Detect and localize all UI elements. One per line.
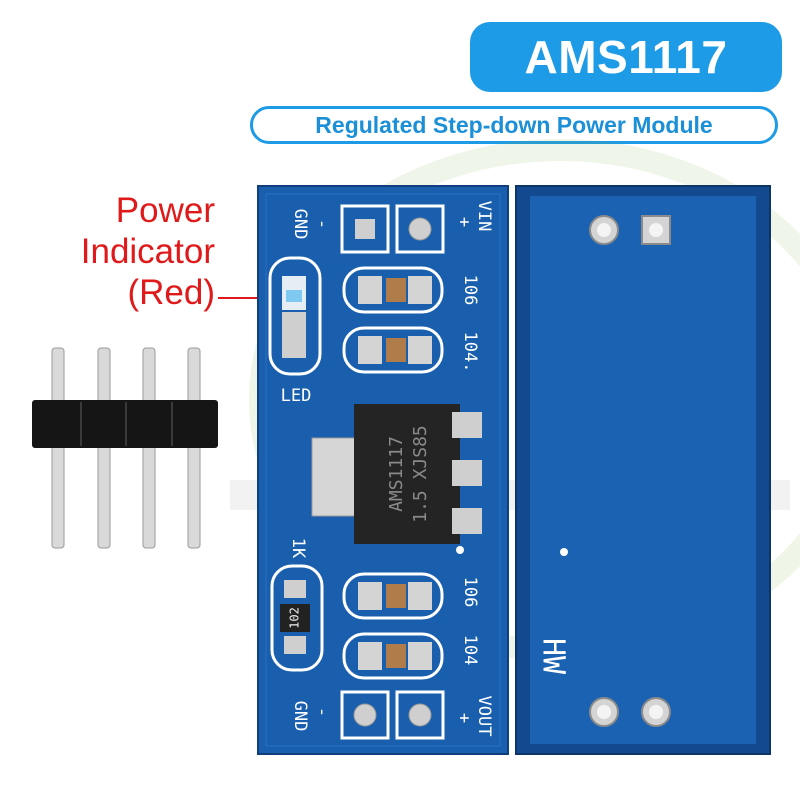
pcb-front: AMS1117 1.5 XJS85 102 GND - VIN + 106 10… — [257, 185, 509, 755]
indicator-line-3: (Red) — [127, 273, 215, 312]
silk-vin: VIN — [474, 201, 494, 232]
title-badge: AMS1117 — [470, 22, 782, 92]
silk-vout-plus: + — [454, 713, 474, 723]
silk-vout: VOUT — [474, 696, 494, 737]
silk-cap-104-top: 104. — [460, 332, 480, 373]
indicator-line-1: Power — [115, 191, 215, 230]
product-title: AMS1117 — [524, 31, 728, 83]
silk-cap-106-bottom: 106 — [460, 577, 480, 608]
pin-header — [32, 347, 218, 549]
silk-cap-104-bottom: 104 — [460, 635, 480, 666]
silk-gnd-bottom: GND — [290, 701, 310, 732]
chip-marking-line1: AMS1117 — [386, 436, 407, 512]
chip-marking-line2: 1.5 XJS85 — [410, 425, 431, 523]
subtitle-pill: Regulated Step-down Power Module — [250, 106, 778, 144]
silk-gnd-bottom-minus: - — [312, 707, 332, 717]
silk-vin-plus: + — [454, 217, 474, 227]
product-subtitle: Regulated Step-down Power Module — [315, 111, 713, 138]
silk-gnd-top-minus: - — [312, 219, 332, 229]
power-indicator-label: Power Indicator (Red) — [40, 190, 215, 313]
silk-resistor: 1K — [288, 538, 308, 559]
indicator-line-2: Indicator — [80, 232, 215, 271]
resistor-code: 102 — [288, 607, 302, 629]
silk-cap-106-top: 106 — [460, 275, 480, 306]
silk-gnd-top: GND — [290, 209, 310, 240]
back-marking: HW — [536, 638, 571, 675]
silk-led: LED — [281, 386, 312, 406]
pcb-back: HW — [515, 185, 771, 755]
